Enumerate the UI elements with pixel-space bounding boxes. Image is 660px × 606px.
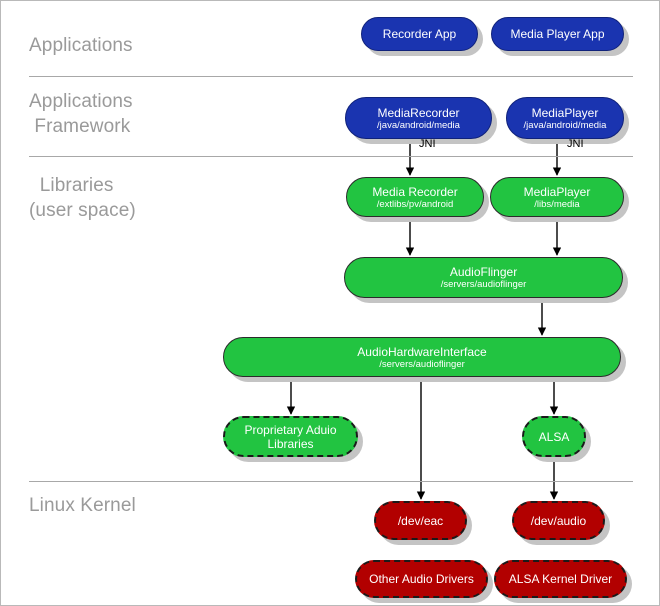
layer-label-libraries: Libraries (user space)	[29, 175, 136, 221]
node-mediarecorder-framework[interactable]: MediaRecorder/java/android/media	[345, 97, 492, 139]
proprietary-audio-libraries-title: Proprietary Aduio Libraries	[244, 422, 337, 451]
mediaplayer-lib-subtitle: /libs/media	[534, 198, 580, 210]
audiohardwareinterface-subtitle: /servers/audioflinger	[379, 358, 465, 370]
node-dev-eac[interactable]: /dev/eac	[374, 501, 467, 540]
sep-kernel	[29, 481, 633, 482]
node-alsa[interactable]: ALSA	[522, 416, 586, 457]
sep-applications	[29, 76, 633, 77]
sep-framework	[29, 156, 633, 157]
mediarecorder-framework-subtitle: /java/android/media	[377, 119, 460, 131]
layer-label-applications-framework: Applications Framework	[29, 91, 133, 137]
audioflinger-title: AudioFlinger	[449, 265, 518, 279]
mediaplayer-framework-subtitle: /java/android/media	[523, 119, 607, 131]
audiohardwareinterface-title: AudioHardwareInterface	[357, 344, 487, 359]
node-mediaplayer-lib[interactable]: MediaPlayer/libs/media	[490, 177, 624, 217]
dev-audio-title: /dev/audio	[530, 513, 587, 528]
jni-player-label: JNI	[567, 138, 584, 150]
node-media-recorder-lib[interactable]: Media Recorder/extlibs/pv/android	[346, 177, 484, 217]
alsa-kernel-driver-title: ALSA Kernel Driver	[508, 572, 613, 586]
dev-eac-title: /dev/eac	[397, 513, 444, 528]
jni-recorder-label: JNI	[419, 138, 436, 150]
other-audio-drivers-title: Other Audio Drivers	[369, 572, 474, 586]
layer-label-linux-kernel: Linux Kernel	[29, 495, 136, 516]
node-other-audio-drivers[interactable]: Other Audio Drivers	[355, 560, 488, 598]
node-audiohardwareinterface[interactable]: AudioHardwareInterface/servers/audioflin…	[223, 337, 621, 377]
media-recorder-lib-title: Media Recorder	[372, 184, 458, 199]
mediaplayer-framework-title: MediaPlayer	[531, 105, 599, 120]
recorder-app-title: Recorder App	[382, 27, 457, 41]
node-recorder-app[interactable]: Recorder App	[361, 17, 478, 51]
node-media-player-app[interactable]: Media Player App	[491, 17, 624, 51]
audioflinger-subtitle: /servers/audioflinger	[440, 279, 527, 290]
node-mediaplayer-framework[interactable]: MediaPlayer/java/android/media	[506, 97, 624, 139]
layer-label-applications: Applications	[29, 35, 133, 56]
node-proprietary-audio-libraries[interactable]: Proprietary Aduio Libraries	[223, 416, 358, 457]
node-alsa-kernel-driver[interactable]: ALSA Kernel Driver	[494, 560, 627, 598]
media-recorder-lib-subtitle: /extlibs/pv/android	[376, 198, 454, 210]
mediarecorder-framework-title: MediaRecorder	[377, 105, 460, 120]
media-player-app-title: Media Player App	[510, 27, 605, 41]
alsa-title: ALSA	[538, 429, 570, 444]
mediaplayer-lib-title: MediaPlayer	[523, 184, 591, 199]
node-dev-audio[interactable]: /dev/audio	[512, 501, 605, 540]
node-audioflinger[interactable]: AudioFlinger/servers/audioflinger	[344, 257, 623, 298]
